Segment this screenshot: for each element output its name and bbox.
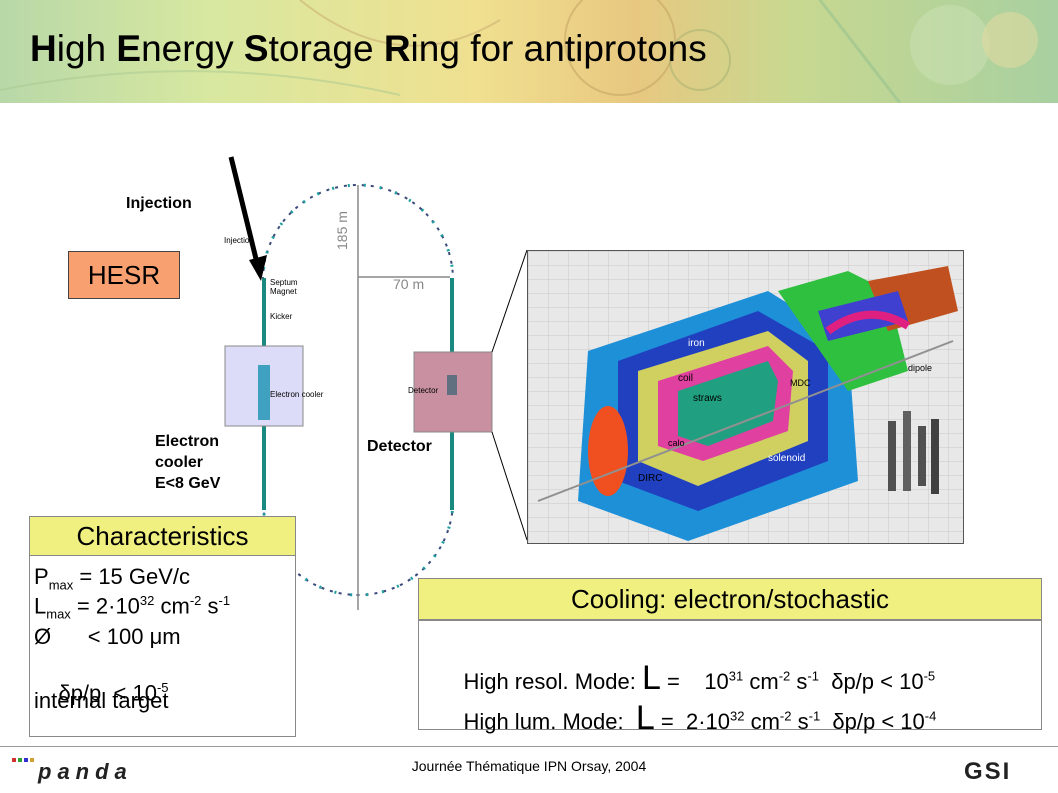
lmax-unit: cm — [154, 593, 190, 619]
title-part: igh — [56, 28, 117, 69]
photo-label-mdc: MDC — [790, 378, 811, 388]
small-injection-label: Injection — [224, 236, 254, 245]
hesr-label: HESR — [87, 259, 161, 290]
pmax-line: Pmax = 15 GeV/c — [34, 564, 190, 592]
lum-exp: -1 — [808, 708, 821, 724]
gsi-logo: GSI — [962, 757, 1042, 785]
pmax-sub: max — [48, 577, 74, 593]
dp-exp: -4 — [924, 708, 937, 724]
title-part: H — [30, 28, 57, 69]
photo-label-calo: calo — [668, 438, 685, 448]
lum-symbol: L — [635, 699, 655, 737]
electron-cooler-line: E<8 GeV — [155, 475, 221, 492]
lmax-exp: -2 — [189, 593, 202, 608]
pmax-symbol: P — [34, 564, 49, 589]
cooling-row-2: High lum. Mode: L = 2·1032 cm-2 s-1 δp/p… — [439, 673, 936, 764]
lum-exp: -2 — [779, 708, 792, 724]
gsi-logo-text: GSI — [964, 758, 1011, 783]
ring-width-label: 70 m — [393, 276, 425, 292]
lum-exp: 32 — [730, 708, 745, 724]
mode-label: High lum. Mode: — [463, 709, 636, 734]
dp-exp: -5 — [156, 680, 169, 695]
footer-text: Journée Thématique IPN Orsay, 2004 — [411, 758, 647, 774]
title-part: S — [243, 28, 269, 69]
dp-value: δp/p < 10 — [818, 669, 924, 694]
dp-line: δp/p < 10-5 — [34, 654, 169, 732]
detector-drawing: iron coil straws MDC DIRC calo solenoid … — [528, 251, 963, 543]
injection-arrow — [228, 156, 267, 281]
panda-logo-graphic: panda — [12, 758, 133, 784]
photo-label-coil: coil — [678, 373, 693, 384]
lum-symbol: L — [641, 659, 661, 697]
cooling-row-1: High resol. Mode: L = 1031 cm-2 s-1 δp/p… — [439, 633, 935, 724]
lmax-unit: s — [201, 593, 219, 619]
detector-label: Detector — [367, 438, 432, 455]
electron-cooler-line: cooler — [155, 454, 204, 471]
cooling-box: High resol. Mode: L = 1031 cm-2 s-1 δp/p… — [418, 620, 1042, 737]
lum-exp: -1 — [807, 668, 819, 684]
ring-length-label: 185 m — [334, 211, 350, 250]
pmax-value: = 15 GeV/c — [73, 564, 191, 589]
lum-value: = 10 — [660, 669, 729, 694]
dp-value: δp/p < 10 — [820, 709, 925, 734]
detector-illustration: iron coil straws MDC DIRC calo solenoid … — [527, 250, 964, 544]
dp-exp: -5 — [923, 668, 936, 684]
photo-label-iron: iron — [688, 338, 705, 349]
gsi-logo-graphic: GSI — [964, 758, 1011, 785]
title-part: E — [116, 28, 142, 69]
lum-unit: cm — [743, 669, 779, 694]
lum-exp: 31 — [728, 668, 744, 684]
hesr-label-box: HESR — [68, 251, 180, 299]
small-septum-label: Septum Magnet — [270, 278, 298, 296]
small-kicker-label: Kicker — [270, 312, 293, 321]
banner-decoration — [0, 0, 1038, 103]
photo-label-dirc: DIRC — [638, 473, 662, 484]
lum-unit: s — [791, 709, 809, 734]
title-part: ing for antiprotons — [410, 28, 707, 69]
lmax-value: = 2·10 — [70, 593, 140, 619]
small-electron-cooler-label: Electron cooler — [270, 390, 324, 399]
cooling-title-text: Cooling: electron/stochastic — [571, 583, 889, 614]
panda-logo-text: panda — [37, 759, 133, 784]
lmax-exp: -1 — [218, 593, 231, 608]
lum-exp: -2 — [778, 668, 791, 684]
title-part: nergy — [141, 28, 244, 69]
lmax-exp: 32 — [139, 593, 155, 608]
mode-label: High resol. Mode: — [463, 669, 642, 694]
ring-diagram — [224, 183, 493, 610]
lum-unit: cm — [744, 709, 780, 734]
lum-unit: s — [790, 669, 808, 694]
characteristics-box: Pmax = 15 GeV/c Lmax = 2·1032 cm-2 s-1 Ø… — [29, 555, 296, 737]
characteristics-title: Characteristics — [29, 516, 296, 556]
title-part: torage — [268, 28, 384, 69]
target-line: internal target — [34, 688, 169, 713]
lmax-sub: max — [46, 606, 71, 622]
small-detector-label: Detector — [408, 386, 439, 395]
dp-text: δp/p < 10 — [58, 680, 157, 706]
injection-label: Injection — [126, 195, 192, 212]
diameter-line: Ø < 100 μm — [34, 624, 181, 649]
title-part: R — [383, 28, 411, 69]
characteristics-title-text: Characteristics — [76, 520, 249, 551]
page-title: High Energy Storage Ring for antiprotons — [30, 28, 707, 70]
cooling-title: Cooling: electron/stochastic — [418, 578, 1042, 620]
lmax-line: Lmax = 2·1032 cm-2 s-1 — [34, 593, 230, 622]
photo-label-dipole: dipole — [908, 363, 932, 373]
photo-label-straws: straws — [693, 393, 722, 404]
photo-label-solenoid: solenoid — [768, 453, 805, 464]
zoom-lines — [491, 249, 528, 541]
lum-value: = 2·10 — [654, 709, 730, 734]
electron-cooler-line: Electron — [155, 433, 220, 450]
lmax-symbol: L — [34, 593, 47, 619]
electron-cooler-label: Electron cooler E<8 GeV — [155, 431, 220, 494]
title-banner: High Energy Storage Ring for antiprotons — [0, 0, 1058, 103]
panda-logo: panda — [10, 755, 170, 785]
footer-divider — [0, 746, 1058, 747]
